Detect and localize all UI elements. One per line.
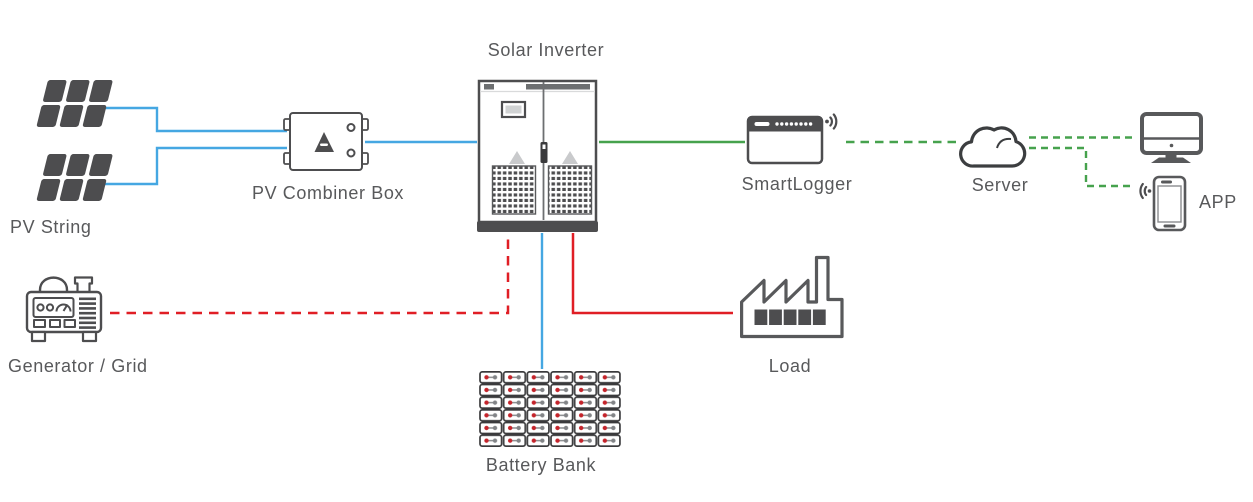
monitor-icon <box>1140 112 1203 163</box>
factory-load-icon <box>740 255 844 339</box>
inverter-display-screen <box>500 100 527 119</box>
ac-power-lines <box>110 233 733 315</box>
pv-dc-lines <box>100 106 544 369</box>
label-smartlogger: SmartLogger <box>741 174 853 194</box>
battery-bank-icon <box>479 371 621 447</box>
label-load: Load <box>768 356 812 376</box>
label-battery-bank: Battery Bank <box>485 455 597 475</box>
warning-triangle-icon <box>314 132 334 152</box>
generator-to-inverter-line <box>110 234 510 315</box>
smartlogger-icon <box>746 113 838 165</box>
generator-icon <box>25 276 103 343</box>
phone-icon <box>1139 175 1187 232</box>
inverter-to-load-line <box>571 233 733 315</box>
label-pv-combiner-box: PV Combiner Box <box>251 183 405 203</box>
label-solar-inverter: Solar Inverter <box>487 40 605 60</box>
solar-inverter-icon <box>477 79 598 232</box>
wifi-signal-icon <box>1139 182 1152 200</box>
label-app: APP <box>1199 192 1237 212</box>
inverter-door-handle <box>540 142 548 163</box>
wifi-signal-icon <box>825 113 838 130</box>
pv-combiner-box-icon <box>283 112 369 171</box>
pv-string-icon <box>36 80 113 201</box>
server-to-app-line <box>1029 146 1133 188</box>
cloud-server-icon <box>959 126 1027 168</box>
pv1-to-combiner-line <box>100 106 287 133</box>
label-generator-grid: Generator / Grid <box>8 356 148 376</box>
label-server: Server <box>971 175 1029 195</box>
pv2-to-combiner-line <box>102 146 287 186</box>
comm-lines <box>599 136 1136 188</box>
label-pv-string: PV String <box>10 217 92 237</box>
